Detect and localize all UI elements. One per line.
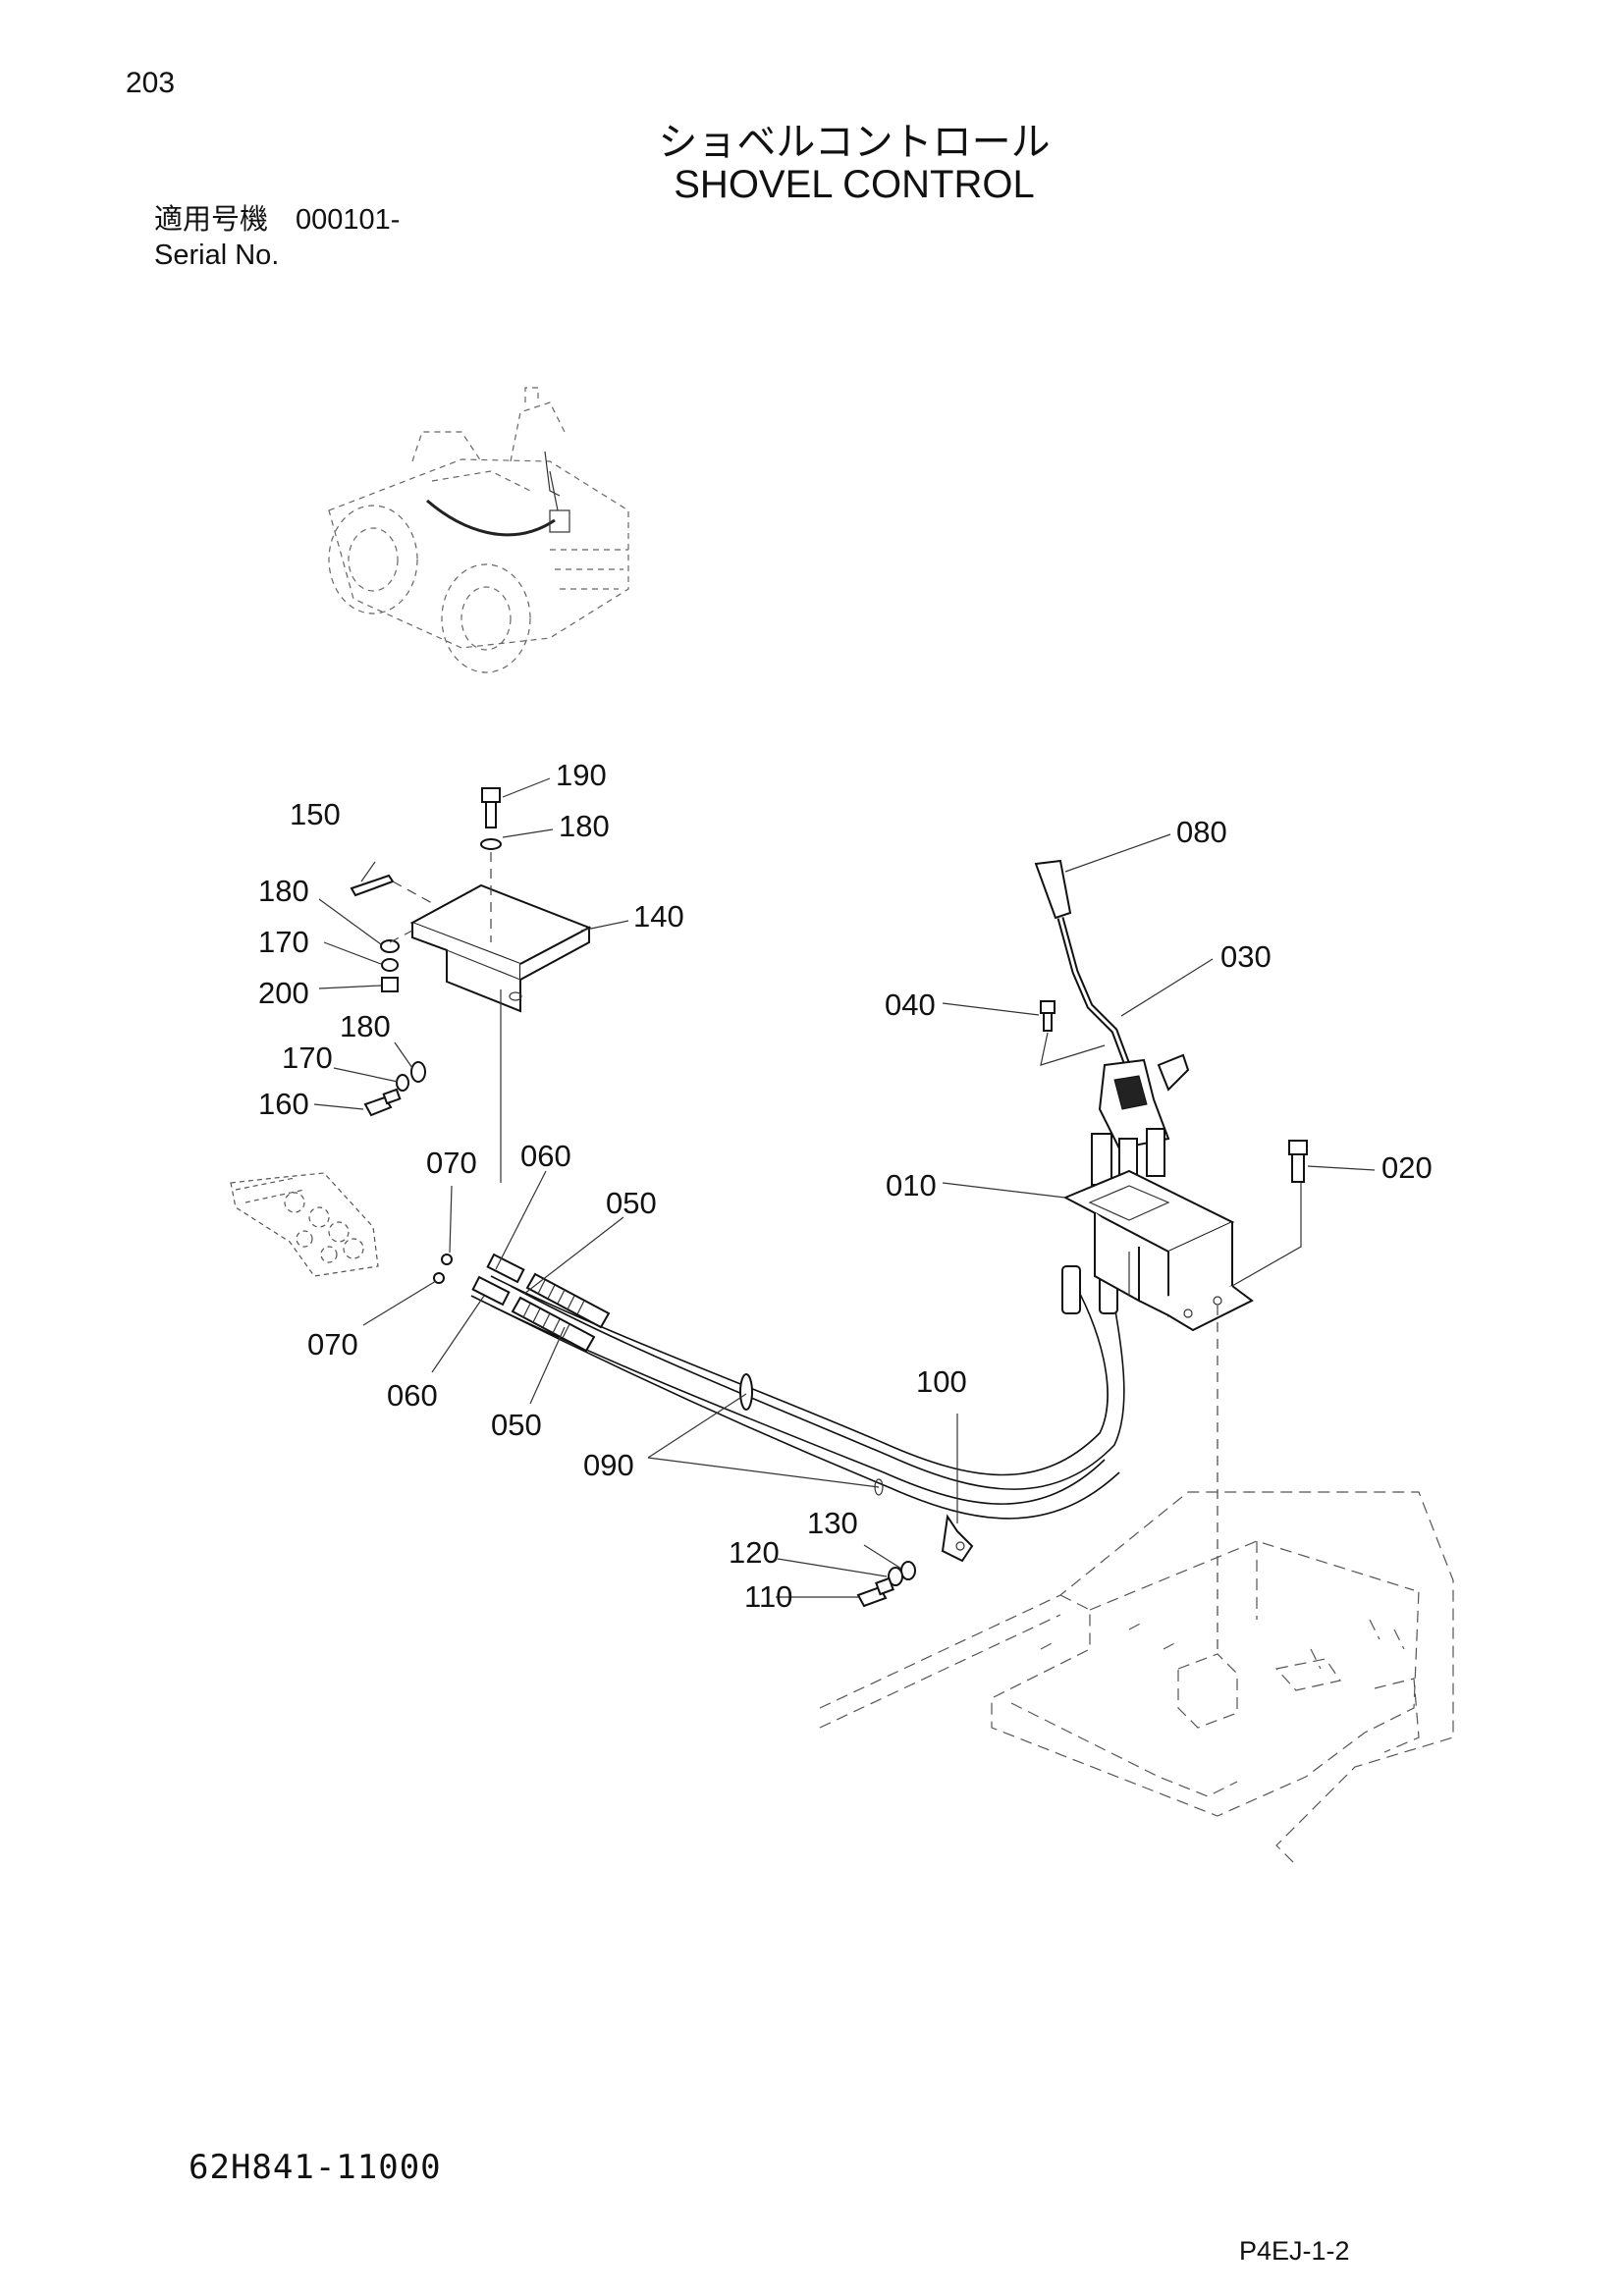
- callout-140: 140: [633, 899, 684, 934]
- leader-lines: [313, 777, 1376, 1598]
- callout-180-left: 180: [258, 874, 309, 908]
- bolt-040: [1040, 1000, 1106, 1066]
- page-number: 203: [126, 67, 176, 99]
- callout-180-lower: 180: [340, 1009, 391, 1043]
- callout-050-bottom: 050: [491, 1408, 542, 1442]
- serial-label: Serial No.: [154, 240, 280, 271]
- callout-170-left: 170: [258, 925, 309, 959]
- machine-thumbnail: [328, 387, 629, 673]
- callout-160: 160: [258, 1087, 309, 1121]
- bolt-190: [480, 787, 502, 942]
- callout-100: 100: [916, 1364, 967, 1399]
- callout-050-top: 050: [606, 1186, 657, 1220]
- shovel-cables: [470, 1253, 1125, 1520]
- callout-060-top: 060: [520, 1139, 571, 1173]
- callout-070-bottom: 070: [307, 1327, 358, 1362]
- page-title-japanese: ショベルコントロール: [658, 120, 1051, 165]
- drawing-number: 62H841-11000: [189, 2148, 442, 2187]
- callout-020: 020: [1381, 1150, 1433, 1185]
- callout-110: 110: [744, 1579, 792, 1614]
- clamp-100: [856, 1514, 974, 1608]
- serial-label-japanese: 適用号機: [154, 204, 269, 236]
- page-title: SHOVEL CONTROL: [674, 163, 1035, 206]
- callout-010: 010: [886, 1168, 937, 1202]
- callout-200: 200: [258, 976, 309, 1010]
- key-150: [350, 874, 433, 904]
- control-valve: [230, 1172, 453, 1284]
- callout-070-top: 070: [426, 1146, 477, 1180]
- callout-090: 090: [583, 1448, 634, 1482]
- callout-180-top: 180: [559, 809, 610, 843]
- serial-range: 000101-: [296, 204, 401, 236]
- callout-130: 130: [807, 1506, 858, 1540]
- page-code: P4EJ-1-2: [1239, 2236, 1350, 2266]
- callout-060-bottom: 060: [387, 1378, 438, 1413]
- cover-plate-140: [409, 883, 592, 1013]
- callouts: 190 180 150 180 140 170 200 180 170 160 …: [258, 758, 1433, 1614]
- callout-150: 150: [290, 797, 341, 831]
- callout-080: 080: [1176, 815, 1227, 849]
- callout-120: 120: [729, 1535, 780, 1570]
- floor-frame: [819, 1491, 1454, 1866]
- washers-180-170-200: [363, 930, 426, 1117]
- callout-190: 190: [556, 758, 607, 792]
- bracket-010: [1062, 1169, 1302, 1649]
- callout-030: 030: [1220, 939, 1272, 974]
- shovel-lever-030: [1034, 859, 1190, 1217]
- callout-040: 040: [885, 988, 936, 1022]
- bolt-020: [1288, 1140, 1308, 1183]
- callout-170-lower: 170: [282, 1041, 333, 1075]
- serial-info: 適用号機 000101- Serial No.: [154, 202, 400, 273]
